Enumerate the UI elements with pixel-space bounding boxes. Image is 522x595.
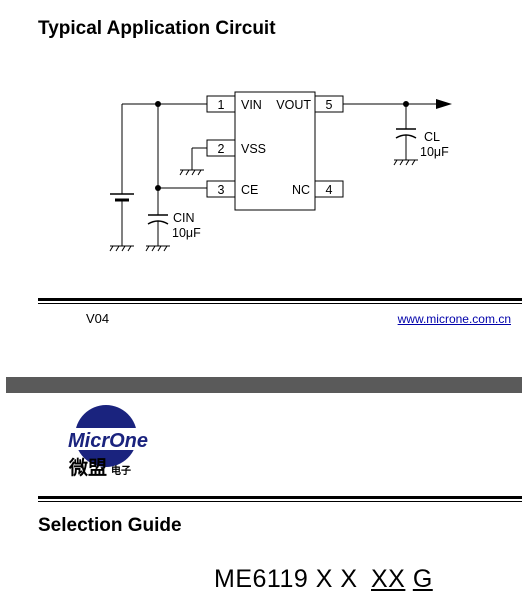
pin-1-number: 1 — [218, 98, 225, 112]
pin-box-3 — [206, 180, 236, 198]
part-x1: X — [315, 565, 333, 593]
cl-label: CL — [424, 130, 440, 144]
page-title: Typical Application Circuit — [38, 18, 276, 39]
cin-value: 10μF — [172, 226, 201, 240]
part-x2: X — [340, 565, 358, 593]
application-circuit-diagram: 1 2 3 4 5 VIN VSS CE NC VOUT CL 10μF CIN… — [109, 91, 452, 252]
version-label: V04 — [86, 311, 110, 326]
pin-box-4 — [314, 180, 344, 198]
pin-3-name: CE — [241, 183, 258, 197]
part-x3: XX — [371, 565, 406, 593]
cl-value: 10μF — [420, 145, 449, 159]
output-arrow — [436, 99, 452, 109]
section-title: Selection Guide — [38, 515, 182, 536]
part-prefix: ME6119 — [214, 565, 309, 593]
logo-chinese-small: 电子 — [111, 464, 131, 477]
microne-logo: MicrOne 微盟 电子 — [66, 402, 166, 489]
part-number-code: ME6119 X X XX G — [214, 565, 433, 594]
logo-brand: MicrOne — [68, 430, 148, 452]
pin-5-number: 5 — [326, 98, 333, 112]
section-rule-thick — [38, 496, 522, 499]
pin-1-name: VIN — [241, 98, 262, 112]
website-link[interactable]: www.microne.com.cn — [397, 312, 511, 326]
section-rule-thin — [38, 501, 522, 502]
pin-2-name: VSS — [241, 142, 266, 156]
logo-chinese: 微盟 — [68, 456, 107, 479]
pin-5-name: VOUT — [276, 98, 311, 112]
pin-3-number: 3 — [218, 183, 225, 197]
pin-2-number: 2 — [218, 142, 225, 156]
footer-rule-thick — [38, 298, 522, 301]
page-divider-band — [6, 377, 522, 393]
cin-label: CIN — [173, 211, 195, 225]
pin-4-name: NC — [292, 183, 310, 197]
pin-4-number: 4 — [326, 183, 333, 197]
part-suffix: G — [412, 565, 433, 593]
footer-rule-thin — [38, 303, 522, 304]
